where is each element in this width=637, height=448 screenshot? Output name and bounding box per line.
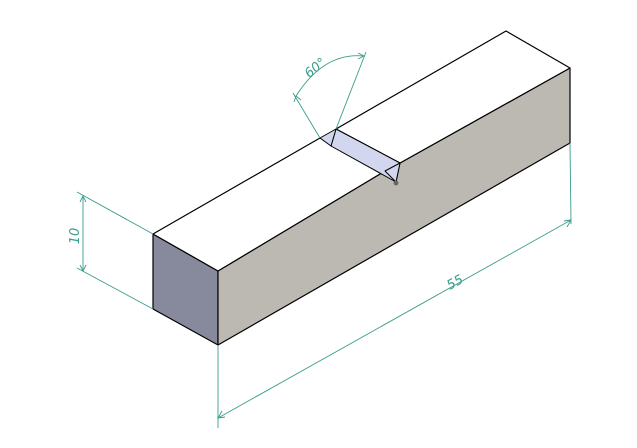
length-label: 55	[444, 272, 466, 293]
height-extension-top	[76, 191, 154, 235]
height-extension-bottom	[76, 267, 154, 310]
notch-profile	[384, 162, 401, 183]
angle-arrow-right	[357, 52, 366, 60]
angle-arc	[295, 55, 365, 97]
height-arrow-bottom	[79, 264, 87, 273]
height-arrow-top	[79, 194, 87, 203]
length-dimension-line	[217, 219, 572, 419]
length-arrow-left	[217, 410, 226, 419]
notch-vertex-point	[393, 180, 399, 186]
angle-label: 60°	[302, 55, 329, 81]
angle-extension-left	[292, 92, 321, 139]
height-label: 10	[68, 228, 83, 245]
notch-side	[319, 128, 337, 147]
angle-dimension	[292, 51, 367, 139]
angle-arrow-left	[293, 95, 302, 103]
height-dimension	[76, 191, 154, 310]
length-extension-right	[569, 142, 572, 225]
length-arrow-right	[563, 219, 572, 228]
length-dimension	[217, 142, 572, 428]
angle-extension-right	[335, 51, 367, 130]
